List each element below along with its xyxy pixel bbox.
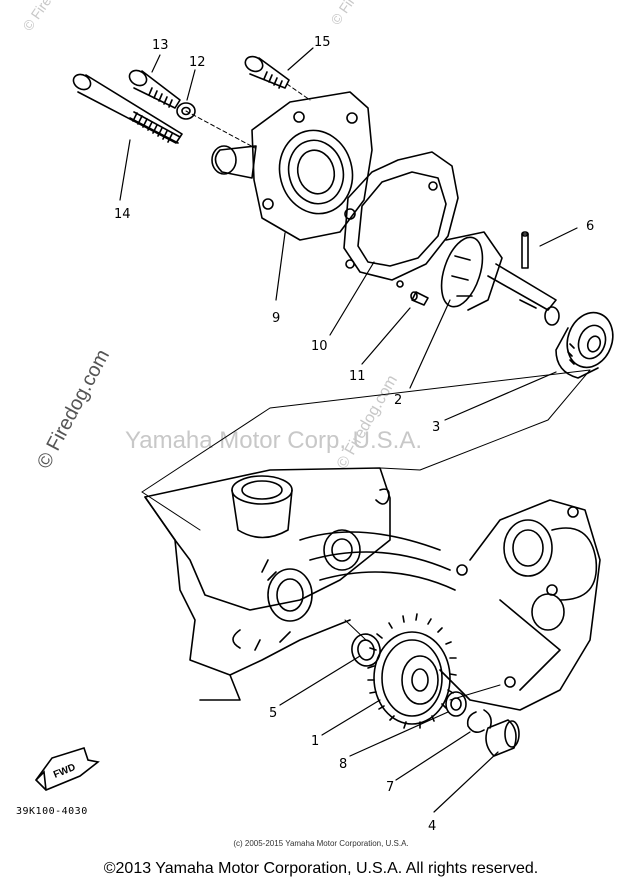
- part-4-bushing: [485, 719, 520, 757]
- part-1-gear: [367, 613, 457, 729]
- callout-9: 9: [272, 311, 280, 326]
- fwd-arrow-icon: FWD: [34, 747, 100, 791]
- part-5-washer: [351, 633, 381, 667]
- small-copyright: (c) 2005-2015 Yamaha Motor Corporation, …: [233, 839, 409, 848]
- firedog-watermark: © Firedog.com: [33, 346, 114, 472]
- callout-15: 15: [314, 35, 331, 50]
- part-6-pin: [521, 231, 529, 269]
- crankcase: [144, 467, 601, 711]
- part-15-bolt: [244, 55, 311, 101]
- part-code: 39K100-4030: [16, 806, 88, 817]
- firedog-watermark-top-left: © Firedog: [19, 0, 67, 34]
- part-14-long-bolt: [72, 73, 183, 144]
- assembly-lines: [141, 369, 591, 701]
- part-9-pump-housing: [211, 91, 373, 241]
- part-2-impeller-shaft: [440, 231, 560, 326]
- watermark-group: Yamaha Motor Corp, U.S.A. © Firedog.com …: [19, 0, 422, 472]
- firedog-watermark-top-right: © Firedog: [327, 0, 375, 28]
- firedog-watermark-center: © Firedog.com: [334, 372, 401, 472]
- callout-3: 3: [432, 420, 440, 435]
- callout-13: 13: [152, 38, 169, 53]
- leader-lines: [119, 47, 578, 813]
- callout-12: 12: [189, 55, 206, 70]
- callout-14: 14: [114, 207, 131, 222]
- part-12-washer: [176, 102, 256, 149]
- yamaha-watermark: Yamaha Motor Corp, U.S.A.: [125, 427, 422, 454]
- callout-8: 8: [339, 757, 347, 772]
- callout-4: 4: [428, 819, 436, 834]
- callout-2: 2: [394, 393, 402, 408]
- part-11-dowel-pin: [410, 291, 429, 306]
- part-3-bearing: [555, 311, 614, 379]
- part-7-circlip: [466, 709, 492, 734]
- callout-1: 1: [311, 734, 319, 749]
- part-13-bolt: [128, 69, 181, 109]
- copyright-notice: ©2013 Yamaha Motor Corporation, U.S.A. A…: [103, 860, 539, 877]
- callout-11: 11: [349, 369, 366, 384]
- part-10-gasket: [343, 151, 459, 288]
- callout-6: 6: [586, 219, 594, 234]
- callout-5: 5: [269, 706, 277, 721]
- callout-10: 10: [311, 339, 328, 354]
- callout-7: 7: [386, 780, 394, 795]
